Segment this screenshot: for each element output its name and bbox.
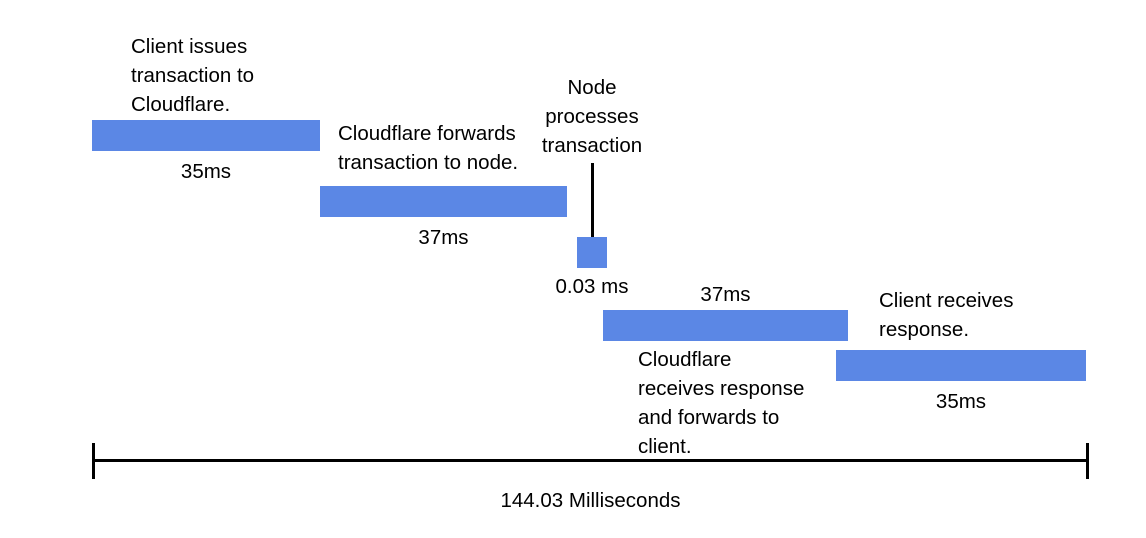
step-label-node-processes: Node processes transaction [541, 76, 643, 157]
step-label-client-issues: Client issues transaction to Cloudflare. [131, 35, 255, 116]
step-label-cloudflare-forwards: Cloudflare forwards transaction to node. [338, 122, 519, 174]
bar-cloudflare-receives [603, 310, 848, 341]
duration-label-cloudflare-forwards: 37ms [418, 226, 469, 249]
bar-node-processes [577, 237, 607, 268]
axis-line [92, 459, 1089, 462]
bar-client-issues [92, 120, 320, 151]
duration-label-client-receives: 35ms [935, 390, 987, 413]
leader-line-node-processes [591, 163, 594, 239]
bar-cloudflare-forwards [320, 186, 567, 217]
bar-client-receives [836, 350, 1086, 381]
axis-caption-total-duration: 144.03 Milliseconds [500, 489, 681, 512]
step-label-client-receives: Client receives response. [879, 289, 1014, 341]
duration-label-cloudflare-receives: 37ms [700, 283, 751, 306]
axis-cap-right [1086, 443, 1089, 479]
step-label-cloudflare-receives: Cloudflare receives response and forward… [638, 348, 805, 458]
duration-label-client-issues: 35ms [180, 160, 232, 183]
duration-label-node-processes: 0.03 ms [555, 275, 629, 298]
